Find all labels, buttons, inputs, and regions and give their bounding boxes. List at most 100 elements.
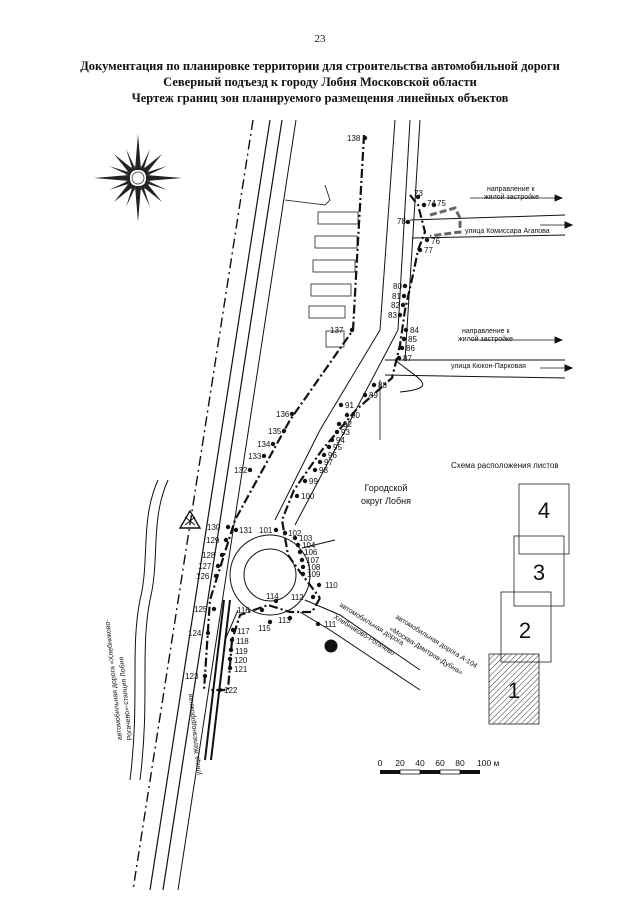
left-road bbox=[129, 479, 169, 781]
boundary-vertex bbox=[424, 237, 430, 243]
boundary-point-label: 83 bbox=[388, 311, 397, 320]
compass-rose-icon bbox=[94, 134, 182, 222]
scale-bar: 0 20 40 60 80 100 м bbox=[378, 758, 500, 775]
sheet-2-label: 2 bbox=[519, 618, 531, 643]
boundary-vertex bbox=[270, 441, 276, 447]
boundary-vertex bbox=[336, 421, 342, 427]
boundary-vertex bbox=[431, 202, 437, 208]
boundary-vertex bbox=[292, 535, 298, 541]
boundary-point-label: 97 bbox=[324, 458, 333, 467]
sheet-4-label: 4 bbox=[538, 498, 550, 523]
boundary-vertex bbox=[421, 202, 427, 208]
boundary-point-label: 133 bbox=[248, 452, 262, 461]
boundary-vertex bbox=[300, 571, 306, 577]
city-district-line1: Городской bbox=[365, 483, 408, 493]
boundary-vertex bbox=[227, 665, 233, 671]
boundary-point-label: 108 bbox=[307, 563, 321, 572]
boundary-point-label: 130 bbox=[207, 523, 221, 532]
boundary-point-label: 127 bbox=[198, 562, 212, 571]
street-kyukon-label: улица Кюкон-Парковая bbox=[451, 363, 526, 370]
boundary-point-label: 76 bbox=[431, 237, 440, 246]
sheet-scheme-label: Схема расположения листов bbox=[451, 461, 559, 470]
boundary-point-label: 132 bbox=[234, 466, 248, 475]
boundary-point-label: 104 bbox=[302, 541, 316, 550]
boundary-vertex bbox=[211, 606, 217, 612]
boundary-vertices bbox=[202, 135, 437, 693]
scale-tick-100: 100 м bbox=[477, 758, 500, 768]
boundary-point-label: 109 bbox=[307, 570, 321, 579]
boundary-point-label: 106 bbox=[304, 548, 318, 557]
title-line-1: Документация по планировке территории дл… bbox=[80, 59, 560, 73]
boundary-vertex bbox=[215, 563, 221, 569]
boundary-point-label: 138 bbox=[347, 134, 361, 143]
boundary-vertex bbox=[294, 493, 300, 499]
direction-arrow-top bbox=[470, 194, 564, 344]
boundary-point-label: 129 bbox=[206, 536, 220, 545]
boundary-point-label: 78 bbox=[397, 217, 406, 226]
boundary-vertex bbox=[371, 382, 377, 388]
boundary-vertex bbox=[223, 537, 229, 543]
title-line-3: Чертеж границ зон планируемого размещени… bbox=[131, 91, 509, 105]
boundary-vertex bbox=[326, 444, 332, 450]
boundary-vertex bbox=[415, 194, 421, 200]
street-kyukon bbox=[379, 359, 574, 440]
boundary-vertex bbox=[338, 402, 344, 408]
boundary-point-label: 121 bbox=[234, 665, 248, 674]
boundary-point-label: 124 bbox=[188, 629, 202, 638]
boundary-point-label: 125 bbox=[194, 605, 208, 614]
boundary-vertex bbox=[295, 542, 301, 548]
boundary-vertex bbox=[225, 524, 231, 530]
boundary-vertex bbox=[282, 530, 288, 536]
boundary-vertex bbox=[273, 527, 279, 533]
boundary-point-label: 82 bbox=[391, 301, 400, 310]
boundary-vertex bbox=[267, 619, 273, 625]
roundabout bbox=[224, 534, 421, 691]
boundary-vertex bbox=[217, 687, 223, 693]
boundary-point-label: 87 bbox=[403, 354, 412, 363]
sheet-3-label: 3 bbox=[533, 560, 545, 585]
boundary-point-label: 137 bbox=[330, 326, 344, 335]
rail-street-label: улица Железнодорожная bbox=[187, 693, 203, 775]
boundary-point-label: 91 bbox=[345, 401, 354, 410]
boundary-point-label: 119 bbox=[235, 647, 248, 656]
boundary-point-label: 94 bbox=[336, 436, 345, 445]
direction-top-line2: жилой застройке bbox=[484, 193, 539, 201]
boundary-point-label: 116 bbox=[237, 606, 250, 615]
boundary-vertex bbox=[312, 467, 318, 473]
boundary-point-label: 92 bbox=[343, 420, 352, 429]
sheet-1-label: 1 bbox=[508, 678, 520, 703]
boundary-point-label: 103 bbox=[299, 534, 313, 543]
boundary-vertex bbox=[310, 594, 316, 600]
sheet-4 bbox=[518, 483, 570, 555]
boundary-vertex bbox=[401, 336, 407, 342]
boundary-vertex bbox=[349, 327, 355, 333]
boundary-vertex bbox=[273, 598, 279, 604]
boundary-point-label: 77 bbox=[424, 246, 433, 255]
boundary-point-label: 120 bbox=[234, 656, 248, 665]
boundary-vertex bbox=[317, 459, 323, 465]
boundary-vertex bbox=[362, 135, 368, 141]
boundary-vertex bbox=[401, 293, 407, 299]
boundary-vertex bbox=[302, 478, 308, 484]
parking-bays bbox=[308, 211, 359, 348]
sheet-layout-scheme: 4 3 2 1 bbox=[488, 483, 570, 725]
boundary-point-label: 75 bbox=[437, 199, 446, 208]
boundary-point-label: 96 bbox=[328, 451, 337, 460]
boundary-vertex bbox=[219, 552, 225, 558]
boundary-point-label: 131 bbox=[239, 526, 253, 535]
boundary-point-label: 100 bbox=[301, 492, 315, 501]
boundary-vertex bbox=[259, 607, 265, 613]
warning-triangle-icon bbox=[178, 509, 202, 529]
city-district-line2: округ Лобня bbox=[361, 496, 411, 506]
boundary-vertex bbox=[233, 527, 239, 533]
boundary-vertex bbox=[202, 673, 208, 679]
street-agapova-label: улица Комиссара Агапова bbox=[465, 228, 550, 235]
boundary-point-label: 90 bbox=[351, 411, 360, 420]
boundary-vertex bbox=[329, 437, 335, 443]
boundary-vertex bbox=[403, 327, 409, 333]
street-agapova bbox=[409, 206, 574, 239]
boundary-vertex bbox=[281, 428, 287, 434]
sheet-1 bbox=[488, 653, 540, 725]
boundary-vertex bbox=[315, 621, 321, 627]
